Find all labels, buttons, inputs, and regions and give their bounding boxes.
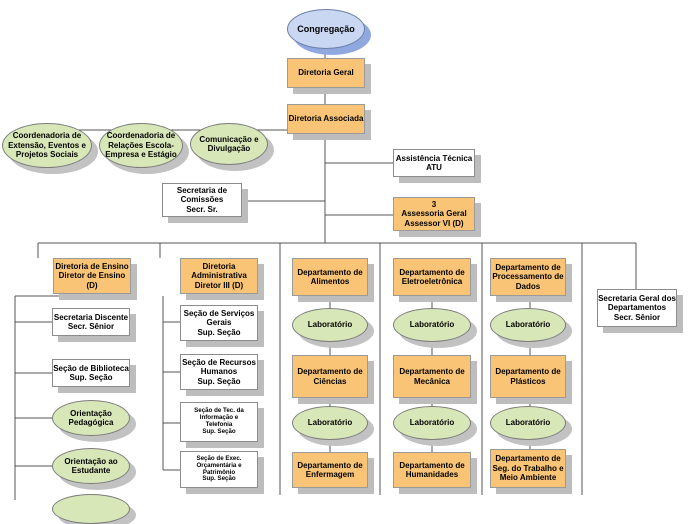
diretoria-associada-node: Diretoria Associada (287, 104, 365, 134)
secao-biblioteca-node: Seção de Biblioteca Sup. Seção (52, 359, 130, 387)
departamento-processamento-dados-node: Departamento de Processamento de Dados (490, 258, 566, 296)
laboratorio-mecanica-node: Laboratório (393, 406, 471, 440)
laboratorio-plasticos-node: Laboratório (490, 406, 566, 440)
departamento-seg-trabalho-node: Departamento de Seg. do Trabalho e Meio … (490, 449, 566, 488)
assessoria-geral-node: 3 Assessoria Geral Assessor VI (D) (393, 197, 475, 231)
ensino-extra-oval (52, 494, 130, 524)
connector-lines (14, 44, 637, 500)
secao-exec-orcamentaria-node: Seção de Exec. Orçamentária e Patrimônio… (180, 451, 258, 488)
diretoria-geral-node: Diretoria Geral (287, 58, 365, 88)
departamento-alimentos-node: Departamento de Alimentos (292, 258, 368, 296)
diretoria-administrativa-node: Diretoria Administrativa Diretor III (D) (180, 258, 258, 294)
departamento-mecanica-node: Departamento de Mecânica (393, 355, 471, 398)
secretaria-geral-node: Secretaria Geral dos Departamentos Secr.… (597, 289, 677, 327)
secao-tec-informacao-node: Seção de Tec. da Informação e Telefonia … (180, 402, 258, 442)
assistencia-tecnica-node: Assistência Técnica ATU (393, 149, 475, 177)
departamento-plasticos-node: Departamento de Plásticos (490, 355, 566, 398)
comunicacao-divulgacao-node: Comunicação e Divulgação (190, 123, 268, 165)
secao-servicos-gerais-node: Seção de Serviços Gerais Sup. Seção (180, 305, 258, 341)
departamento-enfermagem-node: Departamento de Enfermagem (292, 452, 368, 488)
orientacao-pedagogica-node: Orientação Pedagógica (52, 400, 130, 436)
departamento-ciencias-node: Departamento de Ciências (292, 355, 368, 398)
laboratorio-eletroeletronica-node: Laboratório (393, 308, 471, 342)
orientacao-estudante-node: Orientação ao Estudante (52, 448, 130, 484)
laboratorio-alimentos-node: Laboratório (292, 308, 368, 342)
secretaria-discente-node: Secretaria Discente Secr. Sênior (52, 308, 130, 336)
secretaria-comissoes-node: Secretaria de Comissões Secr. Sr. (162, 183, 242, 217)
congregacao-node: Congregação (287, 9, 365, 49)
laboratorio-ciencias-node: Laboratório (292, 406, 368, 440)
coordenadoria-extensao-node: Coordenadoria de Extensão, Eventos e Pro… (2, 123, 92, 168)
departamento-humanidades-node: Departamento de Humanidades (393, 452, 471, 488)
laboratorio-processamento-node: Laboratório (490, 308, 566, 342)
secao-recursos-humanos-node: Seção de Recursos Humanos Sup. Seção (180, 354, 258, 390)
diretoria-ensino-node: Diretoria de Ensino Diretor de Ensino (D… (53, 258, 131, 294)
departamento-eletroeletronica-node: Departamento de Eletroeletrônica (393, 258, 471, 296)
coordenadoria-relacoes-node: Coordenadoria de Relações Escola- Empres… (99, 123, 183, 168)
